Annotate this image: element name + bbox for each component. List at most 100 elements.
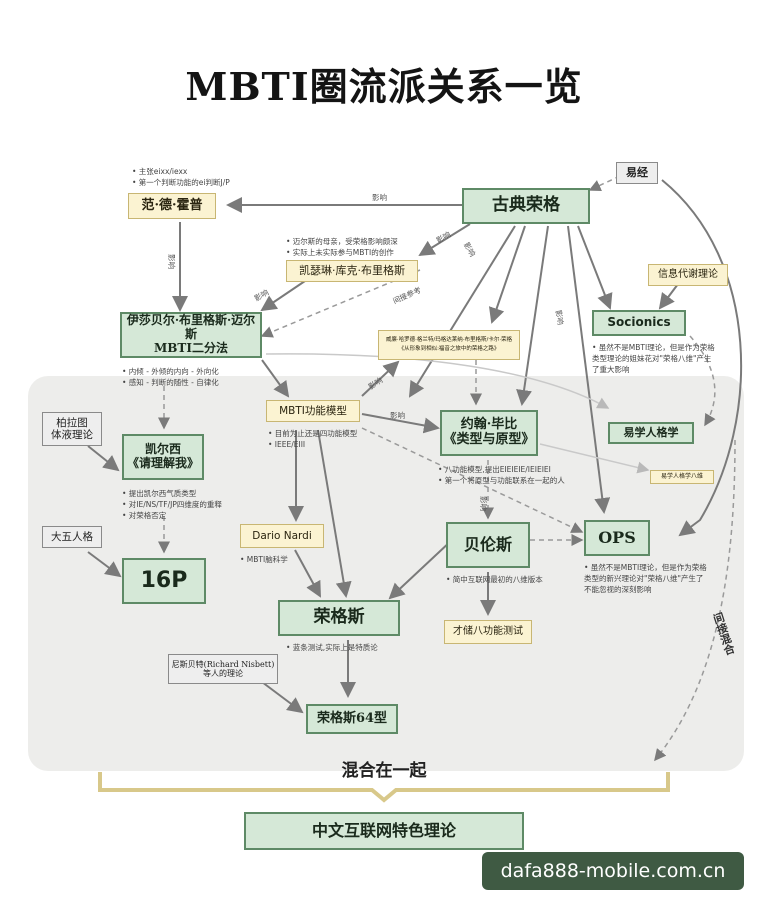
edge-classic-to-ops (567, 225, 611, 514)
edge-classic-to-mbtifunc (408, 225, 516, 398)
edge-mbtifunc-to-wittgenstein (361, 360, 400, 397)
note-line: • 蓝条测试,实际上是特质论 (286, 643, 378, 652)
node-ops: OPS (584, 520, 650, 556)
edge-label-yingxiang: 影响 (167, 254, 176, 269)
note-line: • 第一个判断功能的ei判断J/P (132, 178, 230, 187)
edge-isabel-to-mbtifunc (261, 359, 290, 398)
edge-indirect-mix (654, 439, 736, 762)
notes-ops: • 虽然不是MBTI理论，但是作为荣格 类型的新兴理论对"荣格八维"产生了 不能… (584, 562, 707, 595)
notes-mbti-func: • 目前为止还是四功能模型 • IEEE/EIII (268, 428, 357, 450)
note-line: • MBTI脑科学 (240, 555, 288, 564)
node-16p: 16P (122, 558, 206, 604)
edge-label-yingxiang: 影响 (479, 496, 488, 511)
node-katharine: 凯瑟琳·库克·布里格斯 (286, 260, 418, 282)
note-line: • 第一个将原型与功能联系在一起的人 (438, 476, 565, 485)
edge-classic-to-john (516, 225, 549, 406)
notes-isabel: • 内倾 - 外倾的内向 - 外向化 • 感知 - 判断的随性 - 自律化 (122, 366, 219, 388)
node-dario: Dario Nardi (240, 524, 324, 548)
watermark-banner: dafa888-mobile.com.cn (482, 852, 744, 890)
node-isabel-line1: 伊莎贝尔·布里格斯·迈尔斯 (126, 313, 256, 342)
node-yixue-small: 易学人格学八维 (650, 470, 714, 484)
note-line: • 八功能模型,提出EIEIEIE/IEIEIEI (438, 465, 551, 474)
edge-mbtifunc-to-ops (361, 427, 584, 533)
node-wittgenstein: 威廉·哈罗德·格兰特/玛格达莱纳·布里格斯/卡尔·荣格 《从形象到相似:福音之旅… (378, 330, 520, 360)
node-beilun: 贝伦斯 (446, 522, 530, 568)
note-line: • 对荣格否定 (122, 511, 167, 520)
edge-label-yingxiang: 影响 (390, 411, 405, 420)
node-nisbett-line1: 尼斯贝特(Richard Nisbett) (171, 659, 275, 669)
node-classic-jung: 古典荣格 (462, 188, 590, 224)
note-line: • 内倾 - 外倾的内向 - 外向化 (122, 367, 219, 376)
note-line: • 虽然不是MBTI理论，但是作为荣格 (584, 563, 707, 572)
edge-classic-to-socionics (577, 225, 613, 310)
bracket (98, 772, 670, 803)
node-nisbett: 尼斯贝特(Richard Nisbett) 等人的理论 (168, 654, 278, 684)
notes-beilun: • 简中互联网最初的八维版本 (446, 574, 543, 585)
node-yixue: 易学人格学 (608, 422, 694, 444)
edge-classic-to-katharine (418, 223, 471, 257)
note-line: • IEEE/EIII (268, 440, 306, 449)
edge-label-yingxiang: 影响 (553, 309, 566, 326)
node-john-line1: 约翰·毕比 (460, 417, 518, 433)
edge-nisbett-to-jung64 (261, 681, 304, 714)
edge-john-to-yixue-small (539, 443, 650, 474)
note-line: • 对IE/NS/TF/JP四维度的重释 (122, 500, 222, 509)
mixed-together-label: 混合在一起 (341, 761, 427, 781)
notes-john: • 八功能模型,提出EIEIEIE/IEIEIEI • 第一个将原型与功能联系在… (438, 464, 565, 486)
note-line: • 迈尔斯的母亲，受荣格影响颇深 (286, 237, 398, 246)
node-john-line2: 《类型与原型》 (443, 432, 535, 447)
node-keirsey: 凯尔西 《请理解我》 (122, 434, 204, 480)
notes-jung-s: • 蓝条测试,实际上是特质论 (286, 642, 378, 653)
note-line: • 主张eixx/iexx (132, 167, 188, 176)
node-wittgenstein-line1: 威廉·哈罗德·格兰特/玛格达莱纳·布里格斯/卡尔·荣格 (385, 337, 513, 343)
note-line: • 实际上未实际参与MBTI的创作 (286, 248, 394, 257)
note-line: • 虽然不是MBTI理论，但是作为荣格 (592, 343, 715, 352)
node-socionics: Socionics (592, 310, 686, 336)
note-line: • 简中互联网最初的八维版本 (446, 575, 543, 584)
notes-fande: • 主张eixx/iexx • 第一个判断功能的ei判断J/P (132, 166, 230, 188)
note-line: • 提出凯尔西气质类型 (122, 489, 197, 498)
edge-socionics-to-yixue (689, 335, 716, 427)
note-line: 了重大影响 (592, 365, 630, 374)
edge-mbtifunc-to-john (361, 413, 440, 434)
edge-mbtifunc-to-jungs (317, 429, 352, 598)
edge-classic-to-wittgenstein (488, 225, 526, 324)
node-keirsey-line1: 凯尔西 (144, 442, 181, 457)
node-plato-line1: 柏拉图 (56, 416, 88, 429)
edge-beilun-to-jungs (388, 539, 453, 600)
notes-socionics: • 虽然不是MBTI理论，但是作为荣格 类型理论的姐妹花对"荣格八维"产生 了重… (592, 342, 715, 375)
edge-isabel-to-yixue (265, 353, 610, 409)
note-line: • 感知 - 判断的随性 - 自律化 (122, 378, 219, 387)
node-info-metab: 信息代谢理论 (648, 264, 728, 286)
node-caiqing: 才储八功能测试 (444, 620, 532, 644)
edge-dario-to-jungs (294, 549, 321, 598)
node-jung64: 荣格斯64型 (306, 704, 398, 734)
edge-label-yingxiang: 影响 (372, 193, 387, 202)
notes-dario: • MBTI脑科学 (240, 554, 288, 565)
node-plato: 柏拉图 体液理论 (42, 412, 102, 446)
node-plato-line2: 体液理论 (51, 429, 93, 441)
node-isabel: 伊莎贝尔·布里格斯·迈尔斯 MBTI二分法 (120, 312, 262, 358)
note-line: • 目前为止还是四功能模型 (268, 429, 358, 438)
node-keirsey-line2: 《请理解我》 (126, 456, 199, 470)
node-jung-s: 荣格斯 (278, 600, 400, 636)
edge-info-to-socionics (658, 283, 679, 310)
edge-yijing-to-ops (661, 179, 743, 537)
node-bottom: 中文互联网特色理论 (244, 812, 524, 850)
edge-plato-to-keirsey (87, 445, 120, 472)
note-line: 类型的新兴理论对"荣格八维"产生了 (584, 574, 704, 583)
node-big5: 大五人格 (42, 526, 102, 548)
edge-katharine-to-isabel (260, 280, 306, 312)
notes-katharine: • 迈尔斯的母亲，受荣格影响颇深 • 实际上未实际参与MBTI的创作 (286, 236, 398, 258)
notes-keirsey: • 提出凯尔西气质类型 • 对IE/NS/TF/JP四维度的重释 • 对荣格否定 (122, 488, 222, 521)
edge-yijing-to-classic (588, 175, 621, 191)
node-yijing: 易经 (616, 162, 658, 184)
node-wittgenstein-line2: 《从形象到相似:福音之旅中的荣格之路》 (398, 346, 500, 352)
node-fande: 范·德·霍普 (128, 193, 216, 219)
node-john: 约翰·毕比 《类型与原型》 (440, 410, 538, 456)
node-isabel-line2: MBTI二分法 (154, 340, 228, 355)
node-nisbett-line2: 等人的理论 (203, 669, 243, 678)
note-line: 类型理论的姐妹花对"荣格八维"产生 (592, 354, 712, 363)
edge-big5-to-16p (87, 551, 122, 578)
